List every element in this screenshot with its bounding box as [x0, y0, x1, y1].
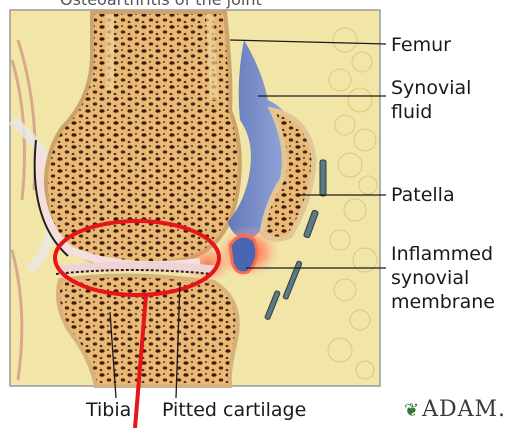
label-patella: Patella — [391, 183, 455, 207]
adam-logo: ❦ADAM. — [404, 397, 506, 422]
label-synovial-fluid: Synovial fluid — [391, 76, 471, 124]
label-tibia: Tibia — [86, 398, 131, 422]
cropped-caption: Osteoarthritis of the joint — [60, 0, 262, 12]
label-line: fluid — [391, 100, 471, 124]
label-line: synovial — [391, 266, 495, 290]
label-line: Synovial — [391, 76, 471, 100]
adam-logo-text: ADAM. — [422, 397, 506, 422]
adam-leaf-icon: ❦ — [404, 400, 420, 421]
label-line: Inflammed — [391, 242, 495, 266]
label-line: membrane — [391, 290, 495, 314]
label-pitted-cartilage: Pitted cartilage — [162, 398, 306, 422]
label-inflamed-synovial-membrane: Inflammed synovial membrane — [391, 242, 495, 314]
label-femur: Femur — [391, 33, 451, 57]
